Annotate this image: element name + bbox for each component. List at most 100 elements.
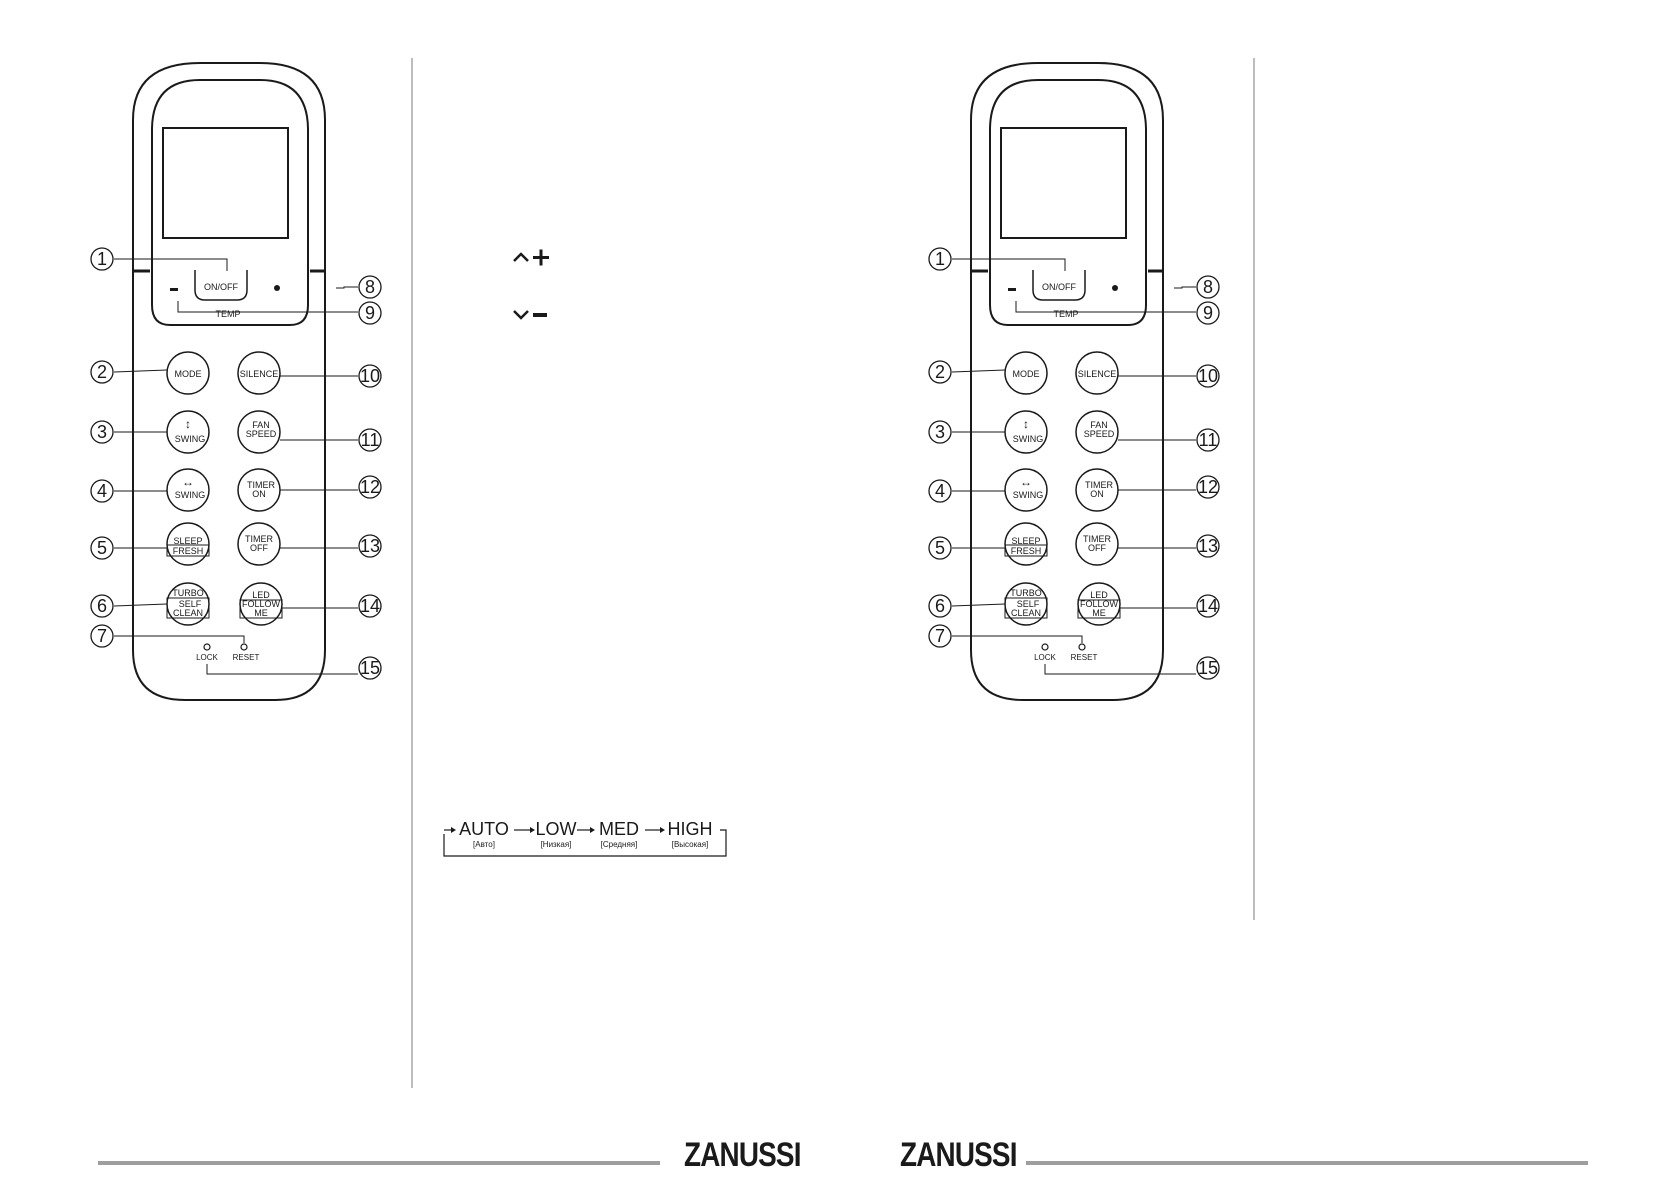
callout-13: 13 <box>360 536 380 556</box>
footer-rule-left <box>98 1161 660 1165</box>
speed-label: SPEED <box>1084 429 1115 439</box>
temp-plus-icon[interactable] <box>1112 285 1118 291</box>
plus-icon <box>533 249 549 266</box>
reset-button[interactable] <box>240 643 248 651</box>
led-label: LED <box>252 590 270 600</box>
reset-label: RESET <box>1071 653 1098 662</box>
temp-down-symbol <box>510 286 560 342</box>
callout-7: 7 <box>935 626 945 646</box>
timer-off-button[interactable] <box>1075 522 1119 566</box>
fan-speed-button[interactable] <box>1075 410 1119 454</box>
timer-label: TIMER <box>1083 534 1111 544</box>
swing-horizontal-button[interactable] <box>1004 468 1048 512</box>
me-label: ME <box>1092 608 1106 618</box>
temp-minus-icon[interactable] <box>1008 288 1016 291</box>
callout-12: 12 <box>1198 477 1218 497</box>
brand-logo-right: ZANUSSI <box>900 1136 1017 1174</box>
sleep-fresh-button[interactable] <box>166 522 210 566</box>
on-off-button[interactable]: ON/OFF <box>204 282 238 292</box>
column-divider <box>411 58 413 1088</box>
callout-10: 10 <box>360 366 380 386</box>
on-label: ON <box>1090 489 1104 499</box>
callout-4: 4 <box>97 481 107 501</box>
callout-14: 14 <box>1198 596 1218 616</box>
callout-10: 10 <box>1198 366 1218 386</box>
callout-11: 11 <box>1199 430 1218 450</box>
callout-11: 11 <box>361 430 380 450</box>
turbo-label: TURBO <box>1010 588 1042 598</box>
timer-label: TIMER <box>1085 480 1113 490</box>
timer-label: TIMER <box>245 534 273 544</box>
minus-icon <box>533 313 547 317</box>
reset-button[interactable] <box>1078 643 1086 651</box>
temp-symbols <box>510 230 560 342</box>
fresh-label: FRESH <box>173 546 204 556</box>
callout-15: 15 <box>1198 658 1218 678</box>
mode-button[interactable] <box>1004 351 1048 395</box>
footer-rule-right <box>1026 1161 1588 1165</box>
mode-button[interactable] <box>166 351 210 395</box>
fresh-label: FRESH <box>1011 546 1042 556</box>
lock-label: LOCK <box>196 653 218 662</box>
fan-speed-sequence: AUTO [Авто] LOW [Низкая] MED [Средняя] H… <box>442 816 732 864</box>
self-label: SELF <box>179 599 202 609</box>
swing-label: SWING <box>175 434 206 444</box>
sleep-label: SLEEP <box>1011 536 1040 546</box>
callout-5: 5 <box>97 538 107 558</box>
fan-speed-auto: AUTO <box>459 819 509 839</box>
chevron-up-icon <box>513 252 529 262</box>
temp-up-symbol <box>510 230 560 286</box>
lock-button[interactable] <box>1041 643 1049 651</box>
brand-logo-left: ZANUSSI <box>684 1136 801 1174</box>
horizontal-arrow-icon: ↔ <box>182 475 194 489</box>
vertical-arrow-icon: ↕ <box>185 417 191 431</box>
callout-8: 8 <box>1203 277 1213 297</box>
callout-3: 3 <box>97 422 107 442</box>
chevron-down-icon <box>513 310 529 320</box>
swing-horizontal-button[interactable] <box>166 468 210 512</box>
clean-label: CLEAN <box>1011 608 1041 618</box>
callout-5: 5 <box>935 538 945 558</box>
sleep-fresh-button[interactable] <box>1004 522 1048 566</box>
fan-label: FAN <box>1090 420 1108 430</box>
timer-off-button[interactable] <box>237 522 281 566</box>
fan-speed-low: LOW <box>535 819 576 839</box>
off-label: OFF <box>250 543 268 553</box>
follow-label: FOLLOW <box>1080 599 1119 609</box>
me-label: ME <box>254 608 268 618</box>
callout-6: 6 <box>97 596 107 616</box>
temp-minus-icon[interactable] <box>170 288 178 291</box>
callout-14: 14 <box>360 596 380 616</box>
temp-label: TEMP <box>1053 309 1078 319</box>
lock-button[interactable] <box>203 643 211 651</box>
temp-label: TEMP <box>215 309 240 319</box>
callout-3: 3 <box>935 422 945 442</box>
callout-1: 1 <box>935 249 945 269</box>
silence-button[interactable] <box>237 351 281 395</box>
mode-label: MODE <box>175 369 202 379</box>
swing-label: SWING <box>175 490 206 500</box>
fan-label: FAN <box>252 420 270 430</box>
fan-speed-button[interactable] <box>237 410 281 454</box>
temp-plus-icon[interactable] <box>274 285 280 291</box>
follow-label: FOLLOW <box>242 599 281 609</box>
reset-label: RESET <box>233 653 260 662</box>
column-divider <box>1253 58 1255 920</box>
remote-diagram-right: ON/OFF TEMP MODE ↕ SWING ↔ SWING SLEEP F… <box>918 0 1278 720</box>
callout-15: 15 <box>360 658 380 678</box>
silence-button[interactable] <box>1075 351 1119 395</box>
callout-12: 12 <box>360 477 380 497</box>
fan-speed-high-sub: [Высокая] <box>672 840 709 849</box>
clean-label: CLEAN <box>173 608 203 618</box>
fan-speed-high: HIGH <box>668 819 713 839</box>
on-off-button[interactable]: ON/OFF <box>1042 282 1076 292</box>
vertical-arrow-icon: ↕ <box>1023 417 1029 431</box>
lock-label: LOCK <box>1034 653 1056 662</box>
callout-6: 6 <box>935 596 945 616</box>
callout-2: 2 <box>97 362 107 382</box>
callout-1: 1 <box>97 249 107 269</box>
silence-label: SILENCE <box>240 369 279 379</box>
led-label: LED <box>1090 590 1108 600</box>
timer-label: TIMER <box>247 480 275 490</box>
callout-13: 13 <box>1198 536 1218 556</box>
